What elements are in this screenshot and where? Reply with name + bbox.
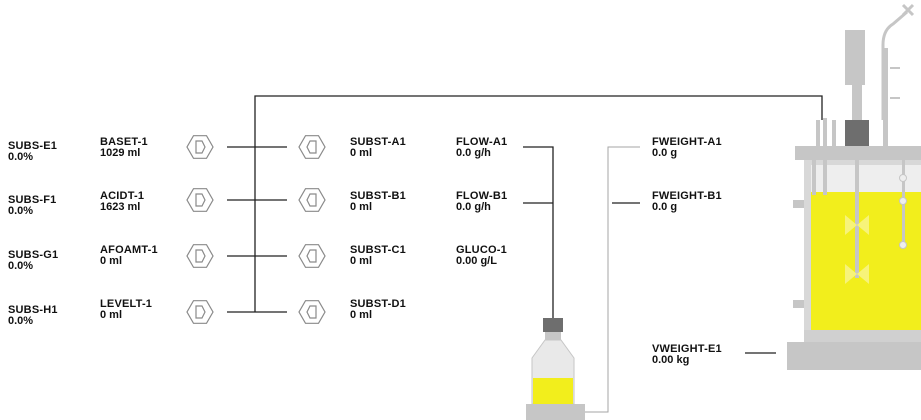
acidt-1-label: ACIDT-1 [100, 190, 145, 202]
fweight-b1-readout[interactable]: FWEIGHT-B1 0.0 g [652, 191, 722, 213]
subs-h1-readout: SUBS-H1 0.0% [8, 305, 58, 327]
subst-d1-value: 0 ml [350, 309, 373, 321]
left-pump-4[interactable] [186, 300, 214, 324]
connection-lines [227, 95, 823, 354]
fweight-b1-label: FWEIGHT-B1 [652, 190, 722, 202]
subs-e1-value: 0.0% [8, 151, 34, 163]
subs-e1-label: SUBS-E1 [8, 140, 58, 152]
subs-g1-label: SUBS-G1 [8, 249, 59, 261]
afoamt-1-readout[interactable]: AFOAMT-1 0 ml [100, 245, 158, 267]
fweight-b1-value: 0.0 g [652, 201, 678, 213]
subs-g1-readout: SUBS-G1 0.0% [8, 250, 58, 272]
subst-a1-label: SUBST-A1 [350, 136, 406, 148]
levelt-1-value: 0 ml [100, 309, 123, 321]
subst-b1-readout[interactable]: SUBST-B1 0 ml [350, 191, 406, 213]
right-pump-1[interactable] [298, 135, 326, 159]
acidt-1-value: 1623 ml [100, 201, 141, 213]
baset-1-label: BASET-1 [100, 136, 148, 148]
top-feed-line [254, 95, 823, 312]
fweight-a1-value: 0.0 g [652, 147, 678, 159]
baset-1-value: 1029 ml [100, 147, 141, 159]
subst-d1-readout[interactable]: SUBST-D1 0 ml [350, 299, 406, 321]
subst-d1-label: SUBST-D1 [350, 298, 406, 310]
left-pump-2[interactable] [186, 188, 214, 212]
subs-f1-readout: SUBS-F1 0.0% [8, 195, 56, 217]
afoamt-1-label: AFOAMT-1 [100, 244, 158, 256]
subs-g1-value: 0.0% [8, 260, 34, 272]
subs-f1-label: SUBS-F1 [8, 194, 57, 206]
afoamt-1-value: 0 ml [100, 255, 123, 267]
subs-f1-value: 0.0% [8, 205, 34, 217]
flow-a1-line [523, 146, 554, 318]
baset-1-readout[interactable]: BASET-1 1029 ml [100, 137, 148, 159]
right-pump-2[interactable] [298, 188, 326, 212]
flow-a1-readout[interactable]: FLOW-A1 0.0 g/h [456, 137, 507, 159]
scale-lines [585, 146, 640, 413]
feed-bottle-icon[interactable] [531, 318, 575, 405]
left-pump-3[interactable] [186, 244, 214, 268]
vweight-e1-readout[interactable]: VWEIGHT-E1 0.00 kg [652, 344, 722, 366]
levelt-1-label: LEVELT-1 [100, 298, 153, 310]
vweight-e1-value: 0.00 kg [652, 354, 690, 366]
acidt-1-readout[interactable]: ACIDT-1 1623 ml [100, 191, 144, 213]
gluco-1-readout[interactable]: GLUCO-1 0.00 g/L [456, 245, 507, 267]
subs-h1-label: SUBS-H1 [8, 304, 58, 316]
gluco-1-label: GLUCO-1 [456, 244, 507, 256]
subst-b1-label: SUBST-B1 [350, 190, 406, 202]
flow-b1-label: FLOW-B1 [456, 190, 508, 202]
flow-b1-readout[interactable]: FLOW-B1 0.0 g/h [456, 191, 507, 213]
flow-a1-value: 0.0 g/h [456, 147, 491, 159]
subst-a1-readout[interactable]: SUBST-A1 0 ml [350, 137, 406, 159]
fweight-a1-line [585, 146, 640, 413]
subst-c1-label: SUBST-C1 [350, 244, 406, 256]
fweight-a1-readout[interactable]: FWEIGHT-A1 0.0 g [652, 137, 722, 159]
subs-e1-readout: SUBS-E1 0.0% [8, 141, 57, 163]
subst-c1-value: 0 ml [350, 255, 373, 267]
left-pump-1[interactable] [186, 135, 214, 159]
flow-b1-value: 0.0 g/h [456, 201, 491, 213]
weighing-scale-icon [526, 404, 585, 420]
subs-h1-value: 0.0% [8, 315, 34, 327]
bioreactor-vessel-icon[interactable] [787, 3, 921, 370]
gluco-1-value: 0.00 g/L [456, 255, 497, 267]
fweight-a1-label: FWEIGHT-A1 [652, 136, 722, 148]
subst-a1-value: 0 ml [350, 147, 373, 159]
right-pump-4[interactable] [298, 300, 326, 324]
vweight-e1-label: VWEIGHT-E1 [652, 343, 722, 355]
levelt-1-readout[interactable]: LEVELT-1 0 ml [100, 299, 152, 321]
right-pump-3[interactable] [298, 244, 326, 268]
subst-b1-value: 0 ml [350, 201, 373, 213]
subst-c1-readout[interactable]: SUBST-C1 0 ml [350, 245, 406, 267]
flow-a1-label: FLOW-A1 [456, 136, 508, 148]
